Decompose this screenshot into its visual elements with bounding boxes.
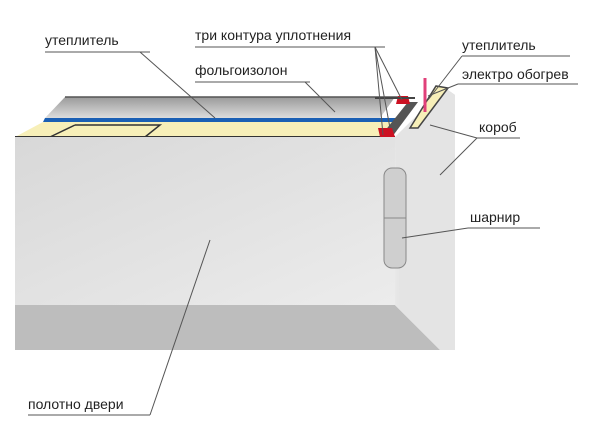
insulation-layer bbox=[15, 122, 403, 137]
leader-lines bbox=[28, 46, 578, 416]
label-three-seals: три контура уплотнения bbox=[195, 27, 352, 43]
label-electric-heating: электро обогрев bbox=[462, 66, 569, 82]
label-door-leaf: полотно двери bbox=[28, 396, 124, 412]
label-frame: короб bbox=[479, 119, 517, 135]
frame-bottom bbox=[15, 305, 440, 350]
label-foil-insulation: фольгоизолон bbox=[195, 62, 288, 78]
label-insulation-right: утеплитель bbox=[462, 37, 536, 53]
frame-front-face bbox=[395, 88, 455, 350]
door-front bbox=[15, 137, 395, 305]
door-top-metal bbox=[45, 97, 395, 118]
foil-layer bbox=[43, 118, 405, 122]
label-insulation-left: утеплитель bbox=[45, 32, 119, 48]
label-hinge: шарнир bbox=[470, 209, 521, 225]
